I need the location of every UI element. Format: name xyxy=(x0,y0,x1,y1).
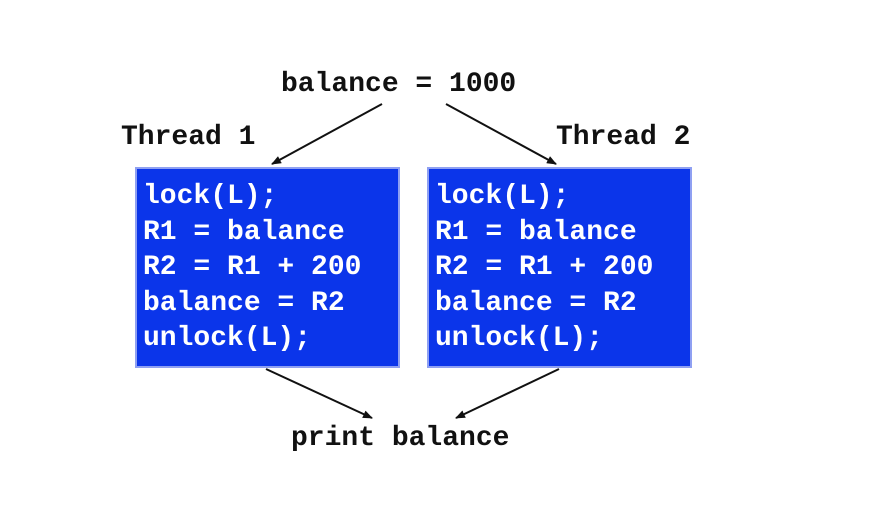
code-line: R1 = balance xyxy=(143,216,345,248)
arrow-start-to-thread-2 xyxy=(445,103,557,165)
thread-1-code-box: lock(L); R1 = balance R2 = R1 + 200 bala… xyxy=(135,167,400,368)
arrow-thread-1-to-print xyxy=(265,368,373,419)
arrow-thread-2-to-print xyxy=(455,368,560,419)
initial-balance-label: balance = 1000 xyxy=(281,69,517,100)
code-line: balance = R2 xyxy=(435,287,637,319)
thread-2-title: Thread 2 xyxy=(556,122,691,153)
code-line: R2 = R1 + 200 xyxy=(435,252,654,283)
code-line: balance = R2 xyxy=(143,287,345,319)
code-line: unlock(L); xyxy=(435,323,604,354)
thread-2-code-box: lock(L); R1 = balance R2 = R1 + 200 bala… xyxy=(427,167,692,368)
code-line: R1 = balance xyxy=(435,216,637,248)
code-line: R2 = R1 + 200 xyxy=(143,252,362,283)
print-balance-label: print balance xyxy=(291,423,510,454)
code-line: lock(L); xyxy=(435,181,570,212)
code-line: unlock(L); xyxy=(143,323,312,354)
thread-1-title: Thread 1 xyxy=(121,122,256,153)
code-line: lock(L); xyxy=(143,181,278,212)
arrow-start-to-thread-1 xyxy=(271,103,383,165)
